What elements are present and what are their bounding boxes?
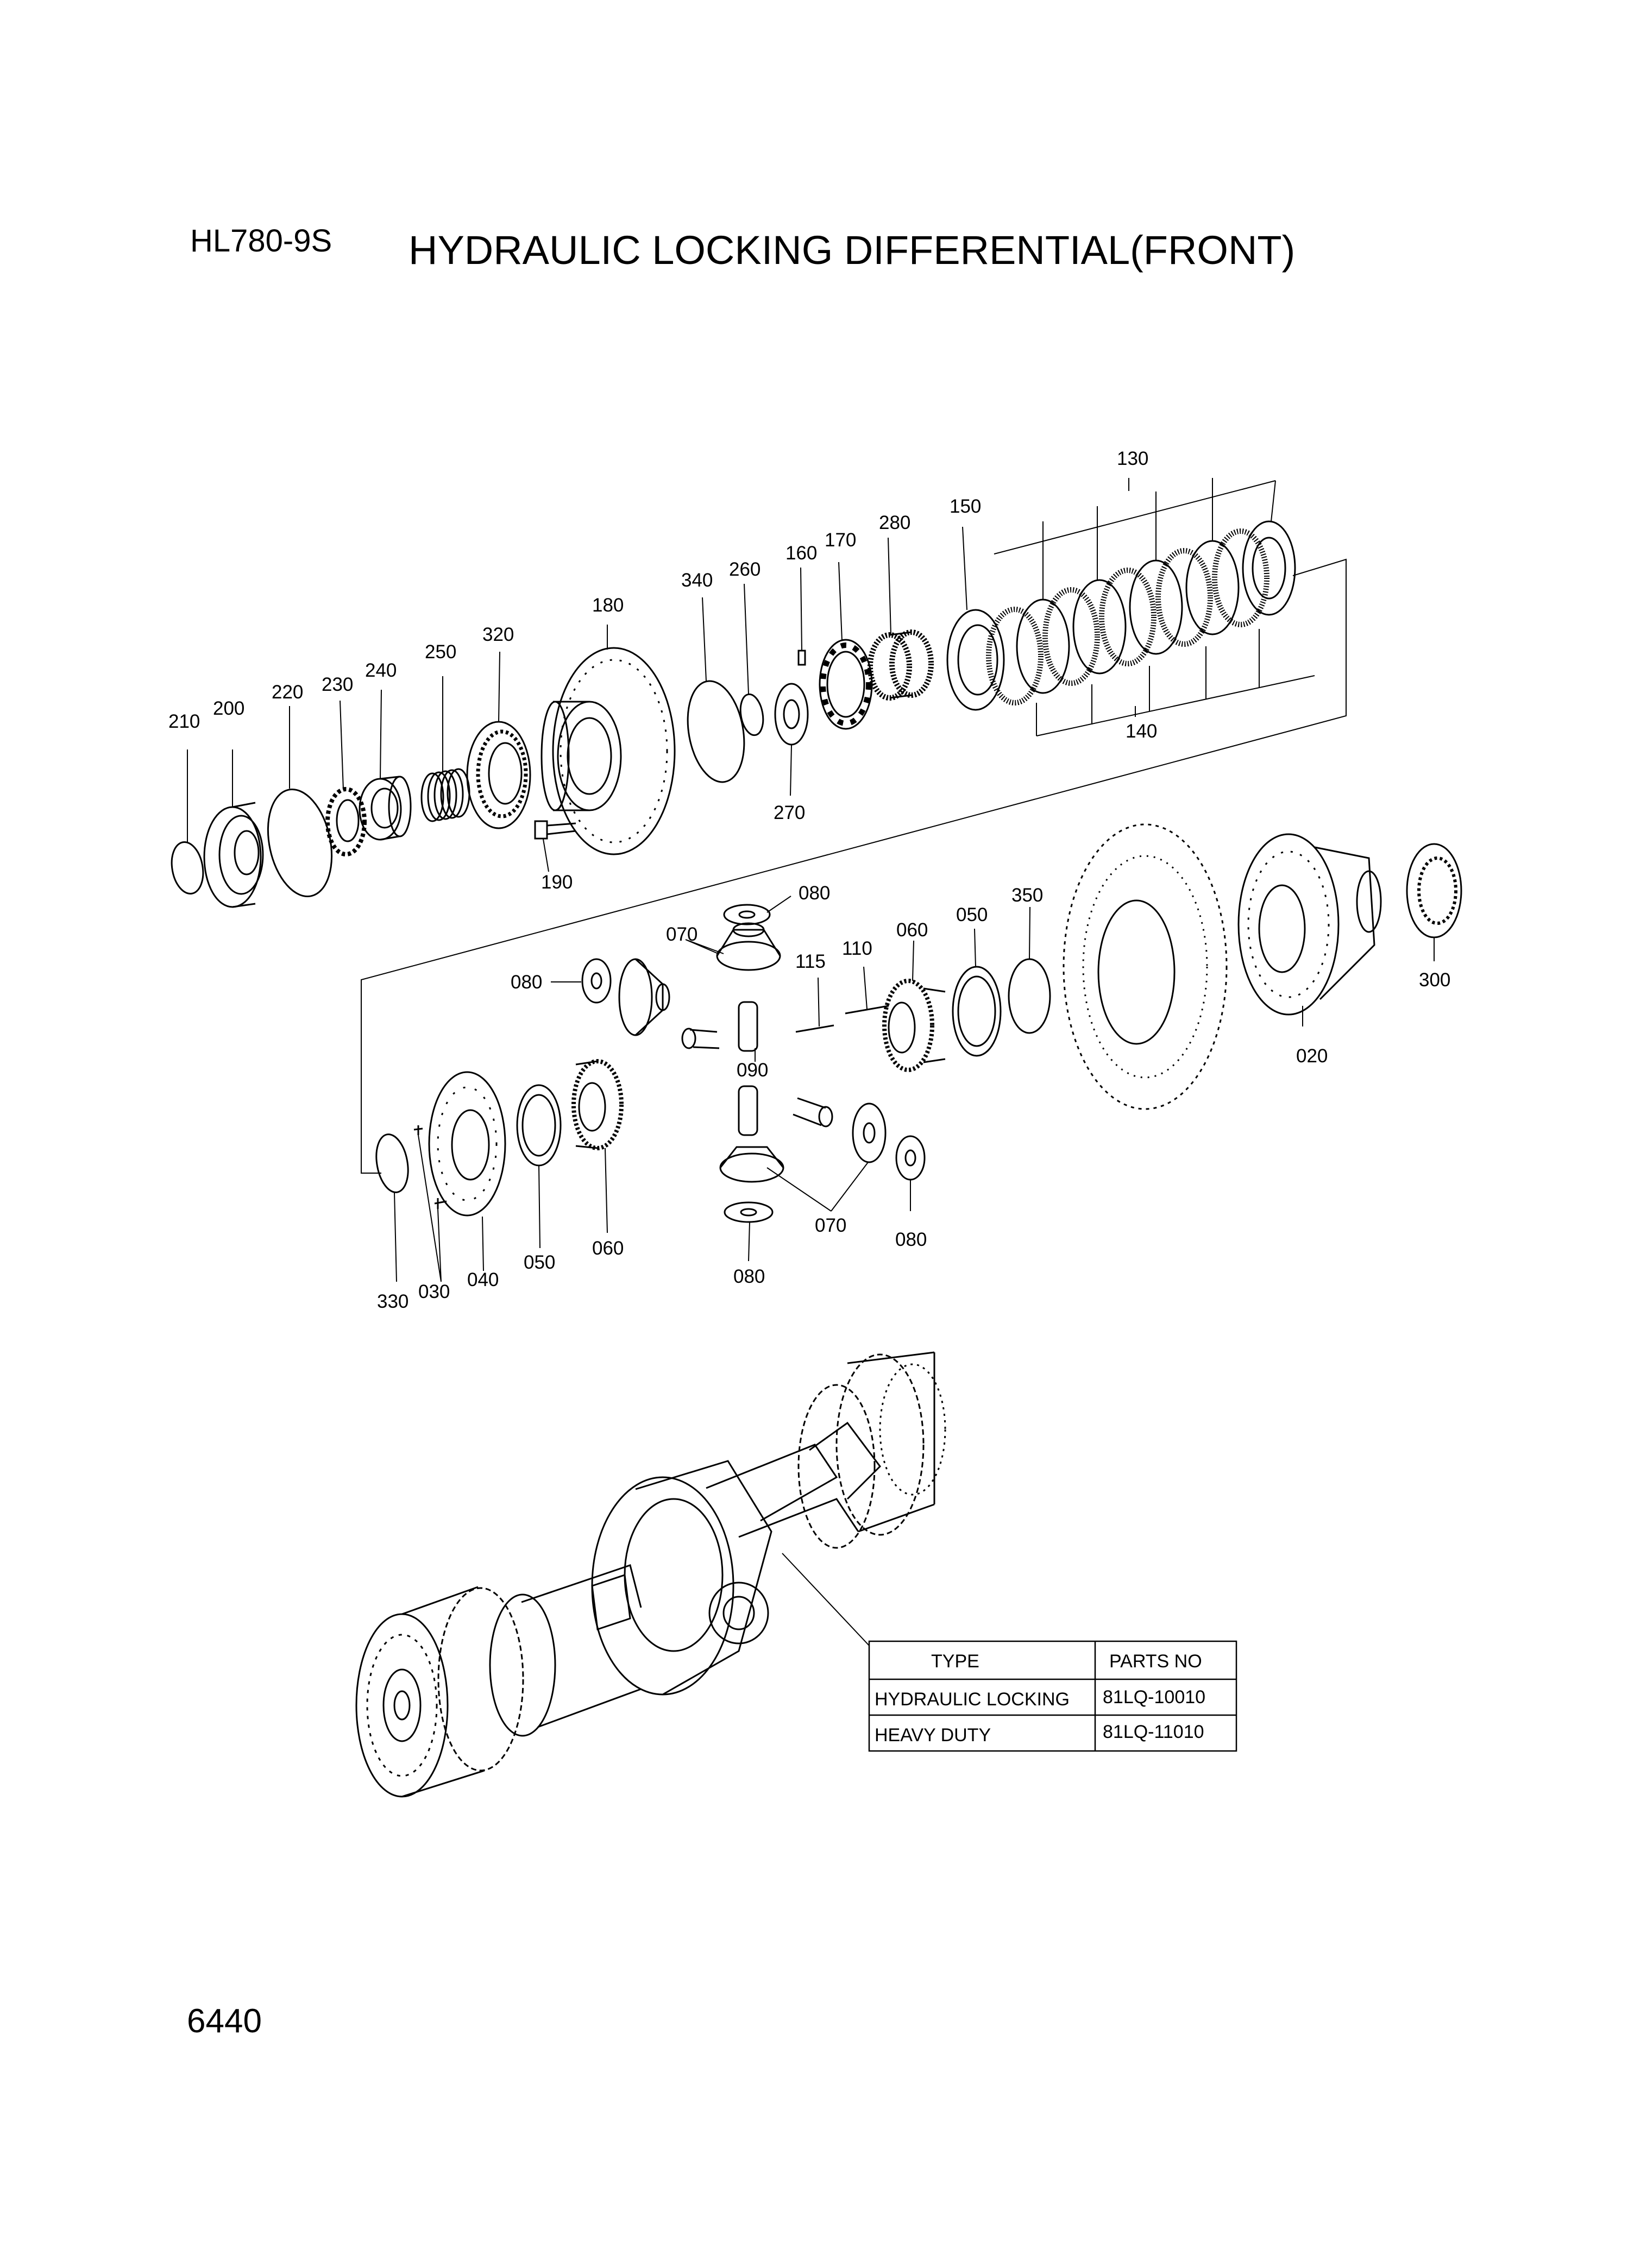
label-300: 300	[1419, 969, 1450, 991]
part-220-o-ring	[267, 788, 333, 898]
part-270-washer	[774, 683, 809, 746]
label-180: 180	[592, 595, 624, 616]
label-280: 280	[879, 512, 910, 533]
model-code: HL780-9S	[190, 223, 332, 259]
label-260: 260	[729, 559, 761, 580]
part-240-sleeve	[359, 776, 412, 841]
label-320: 320	[482, 624, 514, 645]
part-170-cage	[819, 639, 873, 730]
label-230: 230	[322, 674, 353, 695]
label-200: 200	[213, 698, 244, 719]
label-060-right: 060	[896, 919, 928, 941]
label-080-top: 080	[799, 883, 830, 904]
part-070-pinion-right	[852, 1102, 887, 1163]
label-330: 330	[377, 1291, 409, 1312]
label-070-bottom: 070	[815, 1215, 846, 1236]
label-080-right: 080	[895, 1229, 927, 1250]
part-080-washer-left	[581, 958, 612, 1004]
part-050-thrust-washer-right	[952, 966, 1002, 1057]
label-190: 190	[541, 872, 573, 893]
part-280-gear	[868, 629, 934, 701]
part-160-pin	[797, 650, 806, 666]
label-040: 040	[467, 1269, 499, 1290]
part-330-snap-ring	[375, 1133, 409, 1193]
label-210: 210	[168, 711, 200, 732]
part-300-bearing	[1406, 843, 1462, 938]
part-080-washer-right	[895, 1135, 926, 1181]
label-090: 090	[737, 1060, 768, 1081]
page-number: 6440	[187, 2002, 262, 2040]
label-080-bottom: 080	[733, 1266, 765, 1287]
part-040-cover-plate	[428, 1071, 506, 1217]
part-200-cover	[203, 802, 264, 908]
axle-assembly-illustration	[355, 1351, 946, 1798]
part-230-bearing	[325, 787, 367, 856]
part-090-spider-pins	[681, 1001, 833, 1136]
label-160: 160	[785, 543, 817, 564]
part-190-bolt	[534, 820, 576, 840]
table-header-type: TYPE	[931, 1651, 979, 1672]
label-240: 240	[365, 660, 397, 681]
part-340-o-ring	[687, 680, 745, 783]
label-150: 150	[950, 496, 981, 517]
part-080-washer-top	[723, 904, 771, 925]
ring-gear	[1063, 823, 1228, 1110]
label-050-right: 050	[956, 904, 988, 925]
part-070-pinion-left	[618, 958, 670, 1036]
label-080-left: 080	[511, 972, 542, 993]
table-header-parts-no: PARTS NO	[1109, 1651, 1202, 1672]
label-220: 220	[272, 682, 303, 703]
label-110: 110	[842, 938, 872, 959]
part-020-differential-case	[1237, 833, 1382, 1016]
label-340: 340	[681, 570, 713, 591]
parts-table-grid	[868, 1640, 1237, 1752]
part-060-side-gear-left	[571, 1059, 624, 1150]
label-060-left: 060	[592, 1238, 624, 1259]
part-060-side-gear-right	[882, 979, 946, 1072]
label-170: 170	[825, 530, 856, 551]
part-150-plate	[946, 609, 1005, 711]
part-210-snap-ring	[171, 841, 204, 895]
table-row-2-parts-no: 81LQ-11010	[1103, 1722, 1204, 1742]
page-title: HYDRAULIC LOCKING DIFFERENTIAL(FRONT)	[409, 228, 1296, 273]
table-row-1-parts-no: 81LQ-10010	[1103, 1687, 1205, 1708]
part-180-housing	[541, 647, 676, 855]
label-020: 020	[1296, 1045, 1328, 1067]
label-115: 115	[795, 951, 826, 972]
label-070-top: 070	[666, 924, 697, 945]
part-110-pin	[845, 1005, 889, 1015]
table-row-1-type: HYDRAULIC LOCKING	[875, 1689, 1070, 1710]
part-labels: 130 150 280 170 160 260 340 180 320 250 …	[168, 448, 1450, 1312]
part-050-thrust-washer-left	[516, 1084, 562, 1167]
part-070-pinion-top	[716, 922, 781, 971]
part-260-snap-ring	[739, 693, 764, 736]
label-050-left: 050	[524, 1252, 555, 1273]
table-row-2-type: HEAVY DUTY	[875, 1725, 991, 1746]
part-350-shim	[1008, 958, 1051, 1034]
label-130: 130	[1117, 448, 1148, 469]
part-080-washer-bottom	[724, 1201, 774, 1223]
leader-lines-middle	[394, 896, 1435, 1282]
label-030: 030	[418, 1281, 450, 1302]
parts-table: TYPE PARTS NO HYDRAULIC LOCKING 81LQ-100…	[875, 1651, 1205, 1746]
part-320-bearing	[466, 721, 531, 829]
label-270: 270	[774, 802, 805, 823]
label-350: 350	[1011, 885, 1043, 906]
part-130-140-disc-pack	[986, 520, 1296, 705]
leader-lines-upper	[187, 478, 1347, 1174]
label-140: 140	[1126, 721, 1157, 742]
part-250-spring	[420, 768, 470, 822]
label-250: 250	[425, 641, 456, 663]
part-070-pinion-bottom	[719, 1146, 784, 1183]
part-115-pin	[795, 1024, 834, 1033]
